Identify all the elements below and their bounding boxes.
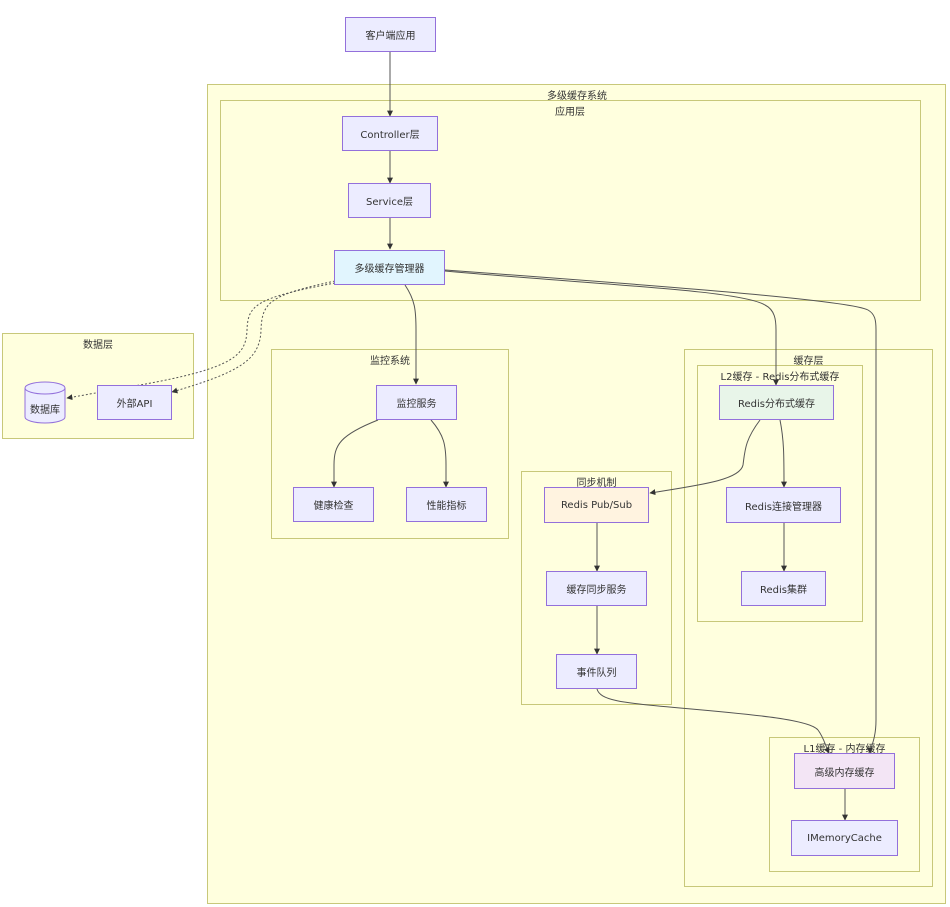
node-cache-sync-service[interactable]: 缓存同步服务 [546,571,647,606]
node-database[interactable]: 数据库 [24,381,66,424]
node-monitor-service[interactable]: 监控服务 [376,385,457,420]
database-icon [24,381,66,424]
cluster-app-layer: 应用层 [220,100,921,301]
node-event-queue[interactable]: 事件队列 [556,654,637,689]
node-redis-pubsub[interactable]: Redis Pub/Sub [544,487,649,523]
node-advanced-memory-cache[interactable]: 高级内存缓存 [794,753,895,789]
cluster-label: 数据层 [83,340,113,351]
node-health-check[interactable]: 健康检查 [293,487,374,522]
node-imemorycache[interactable]: IMemoryCache [791,820,898,856]
node-redis-distributed-cache[interactable]: Redis分布式缓存 [719,385,834,420]
node-controller-layer[interactable]: Controller层 [342,116,438,151]
node-service-layer[interactable]: Service层 [348,183,431,218]
database-label: 数据库 [30,405,60,416]
cluster-label: 多级缓存系统 [547,91,607,102]
node-external-api[interactable]: 外部API [97,385,172,420]
cluster-label: 监控系统 [370,356,410,367]
node-redis-connection-manager[interactable]: Redis连接管理器 [726,487,841,523]
node-cache-manager[interactable]: 多级缓存管理器 [334,250,445,285]
cluster-label: L2缓存 - Redis分布式缓存 [720,372,840,383]
node-redis-cluster[interactable]: Redis集群 [741,571,826,606]
node-performance-metrics[interactable]: 性能指标 [406,487,487,522]
cluster-label: 应用层 [555,107,585,118]
node-client-app[interactable]: 客户端应用 [345,17,436,52]
